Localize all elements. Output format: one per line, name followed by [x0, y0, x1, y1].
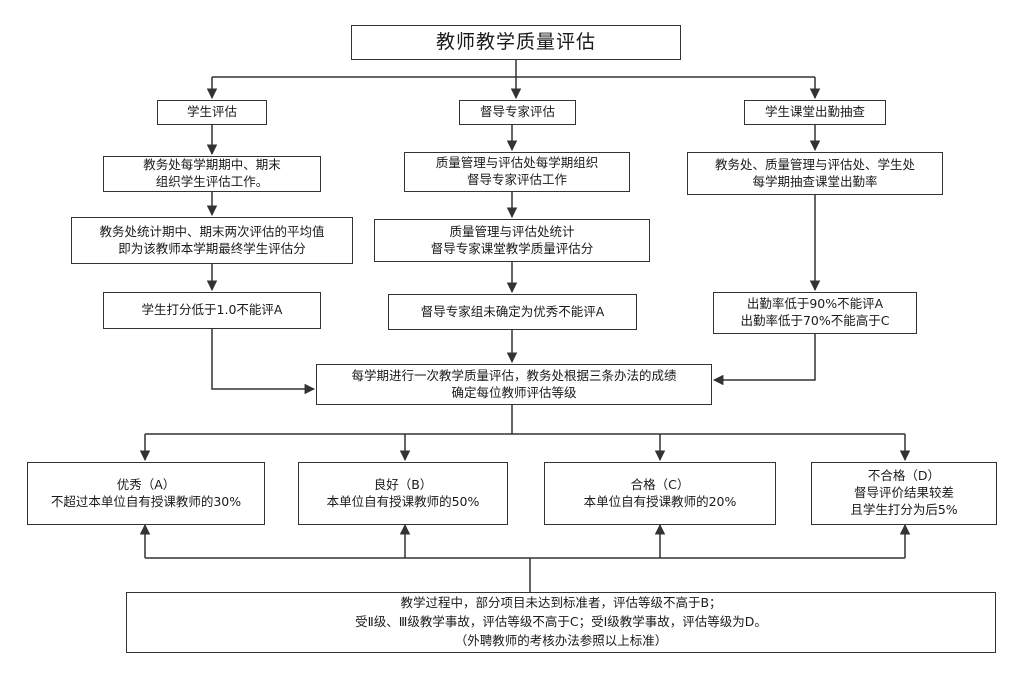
grade-c-title: 合格（C）: [630, 476, 690, 492]
grade-b-title: 良好（B）: [373, 476, 433, 492]
attendance-check-heading-box: 学生课堂出勤抽查: [744, 100, 886, 125]
grade-a-title: 优秀（A）: [116, 476, 176, 492]
grade-d-desc-2: 且学生打分为后5%: [850, 501, 958, 517]
supervisor-eval-rule-box: 督导专家组未确定为优秀不能评A: [388, 294, 637, 330]
grade-d-desc: 督导评价结果较差: [853, 485, 954, 501]
text-line: 受Ⅱ级、Ⅲ级教学事故，评估等级不高于C；受Ⅰ级教学事故，评估等级为D。: [355, 614, 767, 630]
text-line: 教务处统计期中、期末两次评估的平均值: [99, 223, 325, 239]
title-box: 教师教学质量评估: [351, 25, 681, 60]
text-line: 督导专家组未确定为优秀不能评A: [420, 303, 605, 319]
student-eval-heading: 学生评估: [186, 104, 237, 120]
student-eval-step2-box: 教务处统计期中、期末两次评估的平均值 即为该教师本学期最终学生评估分: [71, 217, 353, 264]
student-eval-rule-box: 学生打分低于1.0不能评A: [103, 292, 321, 329]
text-line: 质量管理与评估处统计: [449, 223, 575, 239]
text-line: 督导专家评估工作: [466, 172, 567, 187]
merge-box: 每学期进行一次教学质量评估，教务处根据三条办法的成绩 确定每位教师评估等级: [316, 364, 712, 405]
supervisor-eval-step1-box: 质量管理与评估处每学期组织 督导专家评估工作: [404, 152, 630, 192]
page-title: 教师教学质量评估: [435, 30, 596, 53]
supervisor-eval-step2-box: 质量管理与评估处统计 督导专家课堂教学质量评估分: [374, 219, 650, 262]
text-line: 即为该教师本学期最终学生评估分: [118, 240, 306, 256]
student-eval-step1-box: 教务处每学期期中、期末 组织学生评估工作。: [103, 156, 321, 192]
connector: [712, 334, 816, 386]
text-line: 教务处、质量管理与评估处、学生处: [714, 156, 915, 172]
text-line: 每学期进行一次教学质量评估，教务处根据三条办法的成绩: [351, 367, 677, 383]
grade-a-box: 优秀（A） 不超过本单位自有授课教师的30%: [27, 462, 265, 525]
grade-d-title: 不合格（D）: [867, 468, 941, 484]
text-line: 确定每位教师评估等级: [451, 384, 577, 400]
supervisor-eval-heading: 督导专家评估: [479, 104, 555, 120]
text-line: 出勤率低于70%不能高于C: [740, 313, 890, 328]
text-line: 教学过程中，部分项目未达到标准者，评估等级不高于B；: [400, 595, 722, 611]
supervisor-eval-heading-box: 督导专家评估: [459, 100, 576, 125]
text-line: （外聘教师的考核办法参照以上标准）: [454, 632, 668, 648]
attendance-check-heading: 学生课堂出勤抽查: [764, 104, 865, 120]
attendance-rule-box: 出勤率低于90%不能评A 出勤率低于70%不能高于C: [713, 292, 917, 334]
footnote-box: 教学过程中，部分项目未达到标准者，评估等级不高于B； 受Ⅱ级、Ⅲ级教学事故，评估…: [126, 592, 996, 653]
text-line: 每学期抽查课堂出勤率: [752, 173, 878, 189]
text-line: 质量管理与评估处每学期组织: [435, 155, 599, 171]
grade-a-desc: 不超过本单位自有授课教师的30%: [50, 493, 242, 509]
text-line: 出勤率低于90%不能评A: [746, 296, 884, 312]
text-line: 督导专家课堂教学质量评估分: [430, 240, 594, 256]
grade-b-box: 良好（B） 本单位自有授课教师的50%: [298, 462, 508, 525]
grade-b-desc: 本单位自有授课教师的50%: [326, 493, 480, 509]
attendance-check-step1-box: 教务处、质量管理与评估处、学生处 每学期抽查课堂出勤率: [687, 152, 943, 195]
text-line: 组织学生评估工作。: [155, 174, 269, 189]
text-line: 学生打分低于1.0不能评A: [141, 302, 283, 318]
student-eval-heading-box: 学生评估: [157, 100, 267, 125]
text-line: 教务处每学期期中、期末: [143, 157, 281, 173]
connector: [211, 329, 316, 395]
grade-d-box: 不合格（D） 督导评价结果较差 且学生打分为后5%: [811, 462, 997, 525]
grade-c-desc: 本单位自有授课教师的20%: [583, 493, 737, 509]
grade-c-box: 合格（C） 本单位自有授课教师的20%: [544, 462, 776, 525]
